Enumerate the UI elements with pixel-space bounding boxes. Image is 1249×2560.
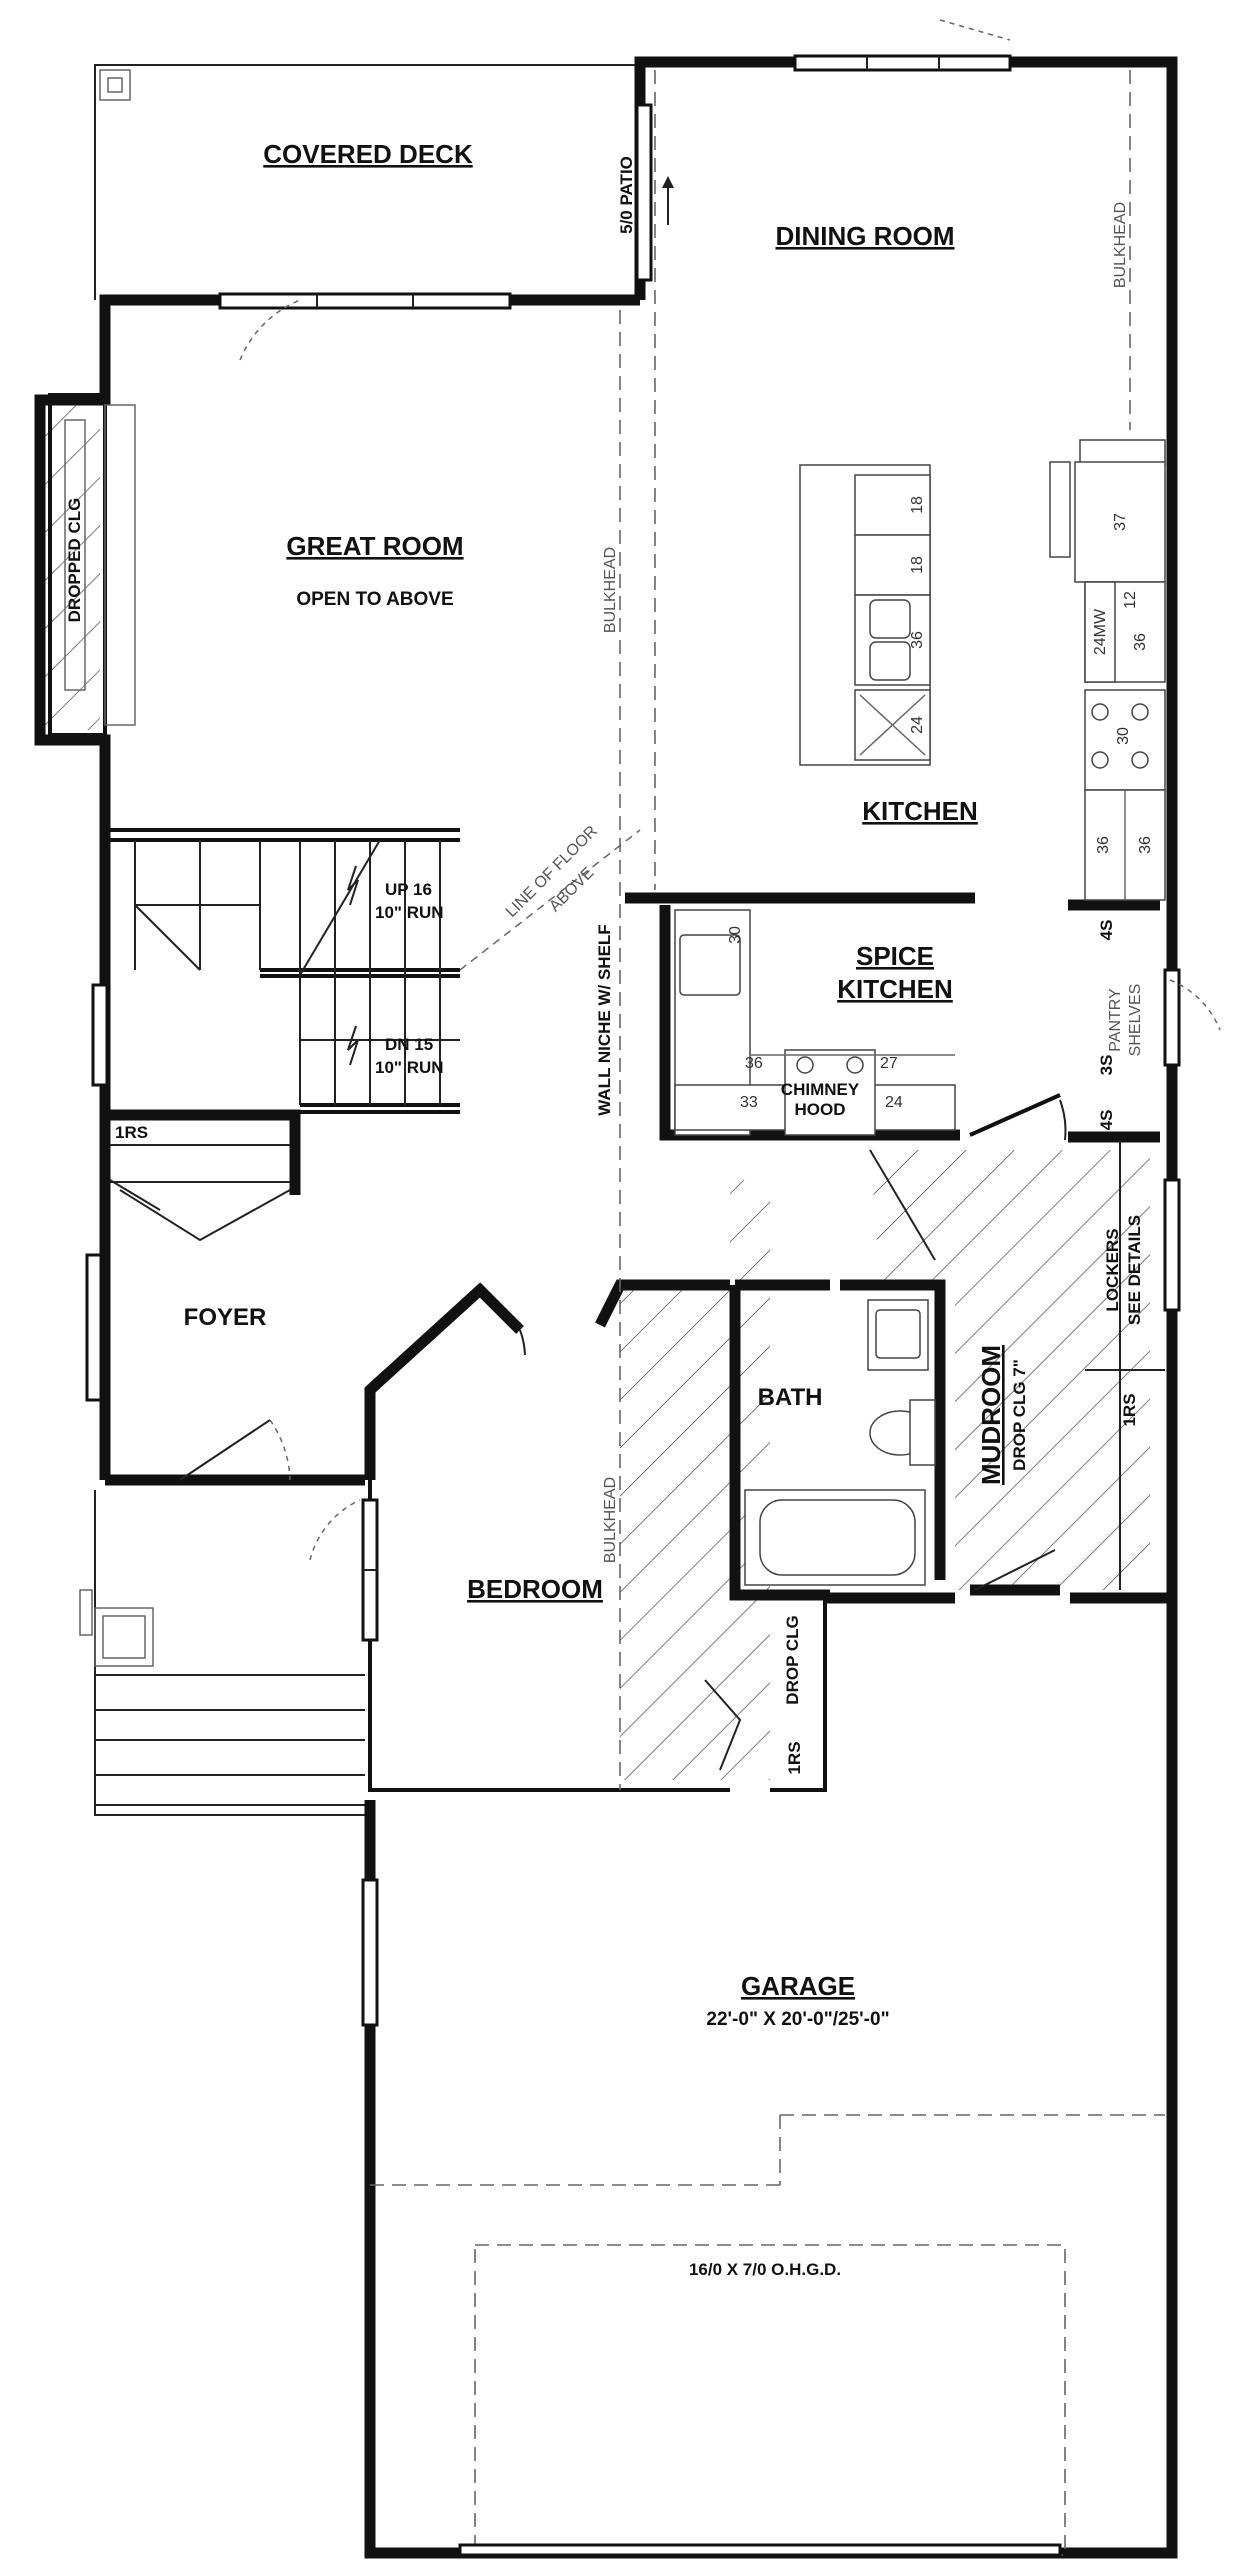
cabinet-dimension-labels: 18 18 36 24 37 24MW 12 36 30 36 36 30 36…	[727, 496, 1154, 1111]
fireplace	[64, 404, 136, 726]
spice-36-dim: 36	[745, 1055, 763, 1072]
foyer-label: FOYER	[184, 1304, 267, 1331]
stair-break-marks	[347, 865, 359, 1066]
pantry-label-1: PANTRY	[1107, 988, 1124, 1052]
bulkhead-label-dining: BULKHEAD	[1112, 202, 1129, 288]
four-s-label-top: 4S	[1097, 920, 1116, 941]
windows	[85, 54, 1181, 2557]
kitchen-label: KITCHEN	[862, 796, 978, 826]
lower-36a-dim: 36	[1095, 836, 1112, 854]
stairs-up-label-2: 10" RUN	[375, 903, 444, 922]
mudroom-note: DROP CLG 7"	[1010, 1359, 1029, 1471]
three-s-label: 3S	[1097, 1055, 1116, 1076]
kitchen-counters	[1049, 439, 1166, 901]
staircase	[134, 829, 641, 1105]
bulkhead-label-great-room: BULKHEAD	[602, 547, 619, 633]
spice-33-dim: 33	[740, 1094, 758, 1111]
four-s-label-bottom: 4S	[1097, 1110, 1116, 1131]
stairs-up-label-1: UP 16	[385, 880, 432, 899]
kitchen-island	[799, 464, 931, 766]
patio-door	[635, 103, 653, 282]
bedroom-label: BEDROOM	[467, 1574, 603, 1604]
dropped-ceiling-hatch	[45, 395, 1150, 1780]
side-36-dim: 36	[1132, 633, 1149, 651]
wall-niche-label: WALL NICHE W/ SHELF	[595, 924, 614, 1115]
lockers-label-1: LOCKERS	[1103, 1228, 1122, 1311]
one-rs-label-bedroom: 1RS	[785, 1741, 804, 1774]
stairs-dn-label-2: 10" RUN	[375, 1058, 444, 1077]
dining-room-label: DINING ROOM	[775, 221, 954, 251]
spice-kitchen-label-1: SPICE	[856, 941, 934, 971]
patio-door-label: 5/0 PATIO	[617, 156, 636, 234]
one-rs-label-closet: 1RS	[115, 1123, 148, 1142]
stairs-dn-label-1: DN 15	[385, 1035, 433, 1054]
garage-door-label: 16/0 X 7/0 O.H.G.D.	[689, 2260, 841, 2279]
mudroom-label: MUDROOM	[976, 1345, 1006, 1485]
chimney-hood-label-1: CHIMNEY	[781, 1080, 860, 1099]
spice-30-dim: 30	[727, 926, 744, 944]
chimney-hood-label-2: HOOD	[795, 1100, 846, 1119]
door-swings	[109, 19, 1221, 1771]
bath-label: BATH	[758, 1384, 823, 1411]
spice-27-dim: 27	[880, 1055, 898, 1072]
lower-36b-dim: 36	[1137, 836, 1154, 854]
bath-fixtures	[744, 1299, 936, 1586]
room-labels: COVERED DECK 5/0 PATIO DINING ROOM GREAT…	[65, 139, 1144, 2279]
great-room-label: GREAT ROOM	[286, 531, 463, 561]
upper-12-dim: 12	[1122, 591, 1139, 609]
great-room-note: OPEN TO ABOVE	[296, 589, 453, 610]
fridge-dim: 37	[1112, 513, 1129, 531]
interior-walls	[110, 70, 1165, 2556]
island-dim-3: 36	[909, 631, 926, 649]
dropped-clg-label: DROPPED CLG	[65, 498, 84, 623]
microwave-dim: 24MW	[1092, 608, 1109, 655]
garage-label: GARAGE	[741, 1971, 855, 2001]
garage-size-label: 22'-0" X 20'-0"/25'-0"	[706, 2009, 889, 2030]
island-dim-4: 24	[909, 716, 926, 734]
range-dim: 30	[1115, 727, 1132, 745]
lockers-label-2: SEE DETAILS	[1125, 1215, 1144, 1325]
spice-kitchen-label-2: KITCHEN	[837, 974, 953, 1004]
one-rs-label-mudroom: 1RS	[1120, 1393, 1139, 1426]
covered-deck-label: COVERED DECK	[263, 139, 473, 169]
bulkhead-label-bedroom: BULKHEAD	[602, 1477, 619, 1563]
drop-clg-label: DROP CLG	[783, 1615, 802, 1704]
spice-24-dim: 24	[885, 1094, 903, 1111]
pantry-label-2: SHELVES	[1127, 984, 1144, 1057]
island-dim-1: 18	[909, 496, 926, 514]
patio-door-arrow	[662, 176, 674, 225]
island-dim-2: 18	[909, 556, 926, 574]
spice-kitchen-fixtures	[674, 909, 956, 1136]
